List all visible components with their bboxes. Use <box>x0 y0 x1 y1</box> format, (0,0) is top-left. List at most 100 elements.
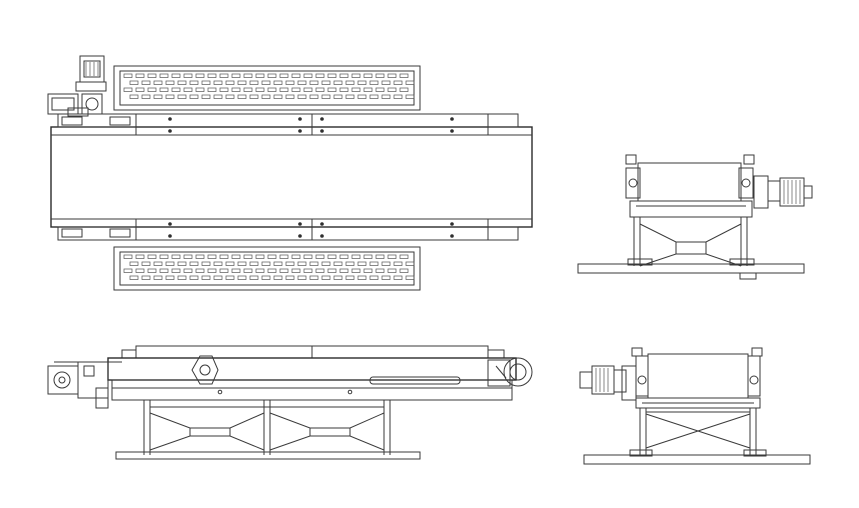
perforation-slot <box>129 275 139 280</box>
perforation-slot <box>183 268 193 273</box>
perforation-slot <box>147 73 157 78</box>
perforation-slot <box>243 254 253 259</box>
perforation-slot <box>201 261 211 266</box>
perforation-slot <box>291 73 301 78</box>
perforation-slot <box>249 94 259 99</box>
perforation-slot <box>399 254 409 259</box>
perforation-slot <box>309 80 319 85</box>
perforation-slot <box>369 94 379 99</box>
perforation-slot <box>375 87 385 92</box>
perforation-slot <box>315 73 325 78</box>
perforation-slot <box>141 275 151 280</box>
perforation-slot <box>405 275 415 280</box>
perforation-slot <box>141 94 151 99</box>
perforation-slot <box>189 80 199 85</box>
perforation-slot <box>363 87 373 92</box>
perforation-slot <box>165 275 175 280</box>
perforation-slot <box>309 275 319 280</box>
perforation-slot <box>393 80 403 85</box>
perforation-slot <box>171 73 181 78</box>
perforation-slot <box>327 73 337 78</box>
perforation-slot <box>255 73 265 78</box>
perforation-slot <box>357 80 367 85</box>
perforation-slot <box>369 275 379 280</box>
perforation-slot <box>273 80 283 85</box>
perforation-slot <box>255 268 265 273</box>
perforation-slot <box>219 87 229 92</box>
perforation-slot <box>405 94 415 99</box>
perforation-slot <box>291 254 301 259</box>
perforation-slot <box>129 261 139 266</box>
perforation-slot <box>231 254 241 259</box>
perforation-slot <box>165 94 175 99</box>
perforation-slot <box>219 268 229 273</box>
perforation-slot <box>327 87 337 92</box>
perforation-slot <box>357 261 367 266</box>
perforation-slot <box>285 275 295 280</box>
perforation-slot <box>207 268 217 273</box>
perforation-slot <box>345 275 355 280</box>
perforation-slot <box>339 73 349 78</box>
perforation-slot <box>285 80 295 85</box>
perforation-slot <box>195 254 205 259</box>
perforation-slot <box>369 261 379 266</box>
perforation-slot <box>147 254 157 259</box>
perforation-slot <box>135 73 145 78</box>
perforation-slot <box>303 73 313 78</box>
perforation-slot <box>165 261 175 266</box>
perforation-slot <box>153 80 163 85</box>
lower-perforated-guard <box>113 246 421 291</box>
perforation-slot <box>273 94 283 99</box>
perforation-slot <box>147 268 157 273</box>
perforation-slot <box>297 80 307 85</box>
perforation-slot <box>231 87 241 92</box>
perforation-slot <box>315 254 325 259</box>
perforation-slot <box>333 275 343 280</box>
perforation-slot <box>243 73 253 78</box>
perforation-slot <box>393 94 403 99</box>
perforation-slot <box>297 275 307 280</box>
perforation-slot <box>351 87 361 92</box>
perforation-slot <box>207 254 217 259</box>
perforation-slot <box>273 275 283 280</box>
perforation-slot <box>387 268 397 273</box>
perforation-slot <box>201 94 211 99</box>
perforation-slot <box>321 275 331 280</box>
perforation-slot <box>177 261 187 266</box>
perforation-slot <box>213 80 223 85</box>
perforation-slot <box>249 80 259 85</box>
perforation-slot <box>393 261 403 266</box>
perforation-slot <box>375 254 385 259</box>
perforation-slot <box>381 94 391 99</box>
perforation-slot <box>225 275 235 280</box>
perforation-slot <box>255 87 265 92</box>
perforation-slot <box>183 254 193 259</box>
perforation-slot <box>195 268 205 273</box>
perforation-slot <box>333 94 343 99</box>
perforation-slot <box>333 80 343 85</box>
top-view <box>47 55 533 291</box>
perforation-slot <box>135 268 145 273</box>
perforation-slot <box>363 254 373 259</box>
perforation-slot <box>387 73 397 78</box>
perforation-slot <box>315 268 325 273</box>
perforation-slot <box>219 73 229 78</box>
perforation-slot <box>387 254 397 259</box>
perforation-slot <box>321 80 331 85</box>
perforation-slot <box>201 80 211 85</box>
perforation-slot <box>267 254 277 259</box>
perforation-slot <box>129 80 139 85</box>
perforation-slot <box>189 261 199 266</box>
perforation-slot <box>399 73 409 78</box>
perforation-slot <box>171 268 181 273</box>
perforation-slot <box>381 261 391 266</box>
perforation-slot <box>147 87 157 92</box>
perforation-slot <box>303 254 313 259</box>
perforation-slot <box>249 275 259 280</box>
perforation-slot <box>237 275 247 280</box>
perforation-slot <box>285 261 295 266</box>
perforation-slot <box>291 87 301 92</box>
perforation-slot <box>399 87 409 92</box>
perforation-slot <box>183 73 193 78</box>
